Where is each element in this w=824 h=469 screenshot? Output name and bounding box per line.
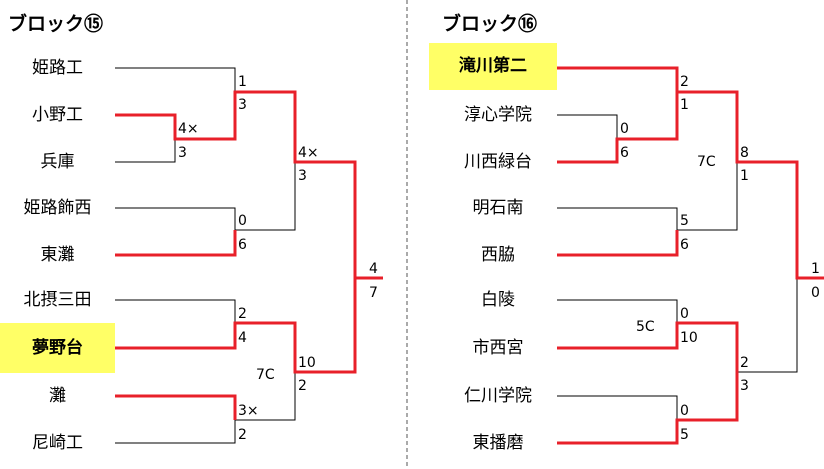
score: 0 [680,306,689,322]
team-hakuryo: 白陵 [481,290,515,310]
score: 0 [238,213,247,229]
score: 7 [369,285,378,301]
team-takigawa-daini: 滝川第二 [429,43,557,90]
score: 3 [238,97,247,113]
team-hyogo: 兵庫 [40,152,75,172]
block15-black-lines [115,67,296,444]
team-ono-ko: 小野工 [32,105,83,125]
score: 1 [811,261,820,277]
score: 5 [680,213,689,229]
team-higashinada: 東灘 [40,245,75,265]
team-higashi-harima: 東播磨 [472,433,524,453]
team-akashi-minami: 明石南 [472,198,524,218]
team-himeji-shikisai: 姫路飾西 [23,198,92,218]
block16-title: ブロック⑯ [442,13,538,35]
team-ichinishinomiya: 市西宮 [472,338,524,358]
team-yumenodai: 夢野台 [0,323,115,373]
score: 4 [238,330,247,346]
block16-winner-lines [557,66,824,445]
team-nada: 灘 [49,386,66,406]
game-note: 7C [256,367,275,383]
score: 2 [238,427,247,443]
score: 1 [680,97,689,113]
score: 3 [740,378,749,394]
score: 1 [238,74,247,90]
team-junshin-gakuin: 淳心学院 [464,105,532,125]
team-kawanishi-midoridai: 川西緑台 [464,152,532,172]
score: 2 [680,74,689,90]
score: 1 [740,168,749,184]
score: 10 [298,355,316,371]
score: 4 [369,261,378,277]
score: 4× [178,121,199,137]
game-note: 5C [636,319,655,335]
score: 2 [298,378,307,394]
score: 2 [238,306,247,322]
score: 4× [298,145,319,161]
score: 6 [680,237,689,253]
score: 3 [178,145,187,161]
score: 3× [238,403,259,419]
block15-winner-lines [115,90,383,420]
score: 3 [298,168,307,184]
team-nigawa-gakuin: 仁川学院 [464,386,532,406]
team-nishiwaki: 西脇 [481,245,515,265]
score: 0 [620,121,629,137]
team-himeji-ko: 姫路工 [32,58,83,78]
score: 0 [680,403,689,419]
score: 8 [740,145,749,161]
score: 2 [740,355,749,371]
score: 5 [680,427,689,443]
score: 6 [238,237,247,253]
score: 0 [811,285,820,301]
game-note: 7C [697,154,716,170]
score: 10 [680,330,698,346]
score: 6 [620,145,629,161]
team-amagasaki-ko: 尼崎工 [32,433,83,453]
block15-title: ブロック⑮ [8,13,104,35]
team-hokusetsu-sanda: 北摂三田 [23,290,92,310]
